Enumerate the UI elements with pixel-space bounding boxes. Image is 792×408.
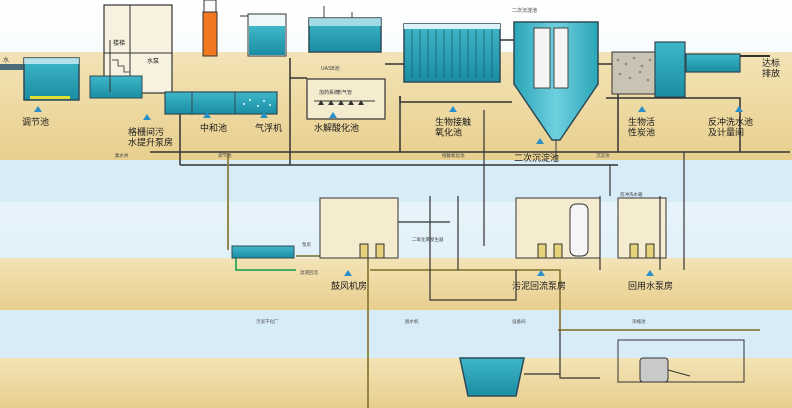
small-collection: 集水井 — [115, 152, 129, 159]
label-bio-contact: 生物接触氧化池 — [435, 116, 471, 138]
label-bio-carbon: 生物活性炭池 — [628, 116, 655, 138]
main-labels: 调节池 格栅间污水提升泵房 中和池 气浮机 水解酸化池 生物接触氧化池 二次沉淀… — [22, 57, 780, 292]
dosing-system-label: 加药系统 — [319, 89, 339, 96]
inflow-label: 水 — [3, 56, 9, 64]
secondary-clarifier — [513, 21, 599, 162]
bio-contact-tank — [403, 23, 501, 83]
regulating-tank — [23, 57, 80, 101]
label-markers — [34, 106, 743, 276]
label-clarifier: 二次沉淀池 — [514, 152, 559, 164]
label-backwash: 反冲洗水池及计量间 — [708, 116, 753, 138]
sky-band-2 — [0, 160, 792, 202]
clarifier-top-label: 二次沉淀池 — [512, 7, 537, 14]
chemical-tank — [202, 0, 218, 57]
pump-label: 水泵 — [147, 57, 159, 65]
uasb-tank — [308, 6, 382, 53]
sky-band-3 — [0, 310, 792, 358]
dewatering-house — [617, 339, 745, 383]
stairs-label: 楼梯 — [113, 39, 125, 47]
reuse-pump-room — [617, 197, 667, 259]
small-dewater: 脱水机 — [405, 318, 419, 325]
inflow-pipe — [0, 64, 26, 70]
small-thickener: 浓缩池 — [632, 318, 646, 325]
air-dist-label: 布气管 — [337, 89, 352, 96]
small-dosing-pump: 二氧化氯发生器 — [412, 236, 444, 243]
label-regulating: 调节池 — [22, 116, 49, 128]
neutralization-flotation-tank — [164, 91, 278, 115]
hydrolysis-tank — [306, 78, 386, 120]
label-sludge-return: 污泥回流泵房 — [512, 280, 566, 292]
dosing-tank — [240, 13, 287, 57]
label-blower: 鼓风机房 — [331, 280, 367, 292]
process-pipes-lower — [429, 110, 685, 379]
process-pipes-upper — [150, 39, 790, 166]
small-labels: 集水井 调节池 接触氧化池 沉淀池 二氧化氯发生器 滤液回流 泵房 反冲洗水箱 … — [115, 152, 646, 325]
sludge-pit — [231, 245, 295, 259]
ground-band-middle — [0, 258, 792, 310]
sludge-thickener — [459, 357, 525, 397]
label-grid-room: 格栅间污水提升泵房 — [128, 126, 173, 148]
grid-building — [89, 4, 173, 99]
ground-band-bottom — [0, 358, 792, 408]
label-flotation: 气浮机 — [255, 122, 282, 134]
small-sludge-treat: 污泥干化厂 — [256, 318, 279, 325]
small-clarifier: 沉淀池 — [596, 152, 610, 159]
small-pump-house: 泵房 — [302, 241, 311, 248]
bio-carbon-tank — [611, 41, 686, 98]
small-settle: 设备间 — [512, 318, 526, 325]
small-tiaojie: 调节池 — [218, 152, 232, 159]
label-neutral: 中和池 — [200, 122, 227, 134]
label-reuse: 回用水泵房 — [628, 280, 673, 292]
small-contact: 接触氧化池 — [442, 152, 465, 159]
label-discharge: 达标排放 — [762, 57, 780, 79]
blower-room — [319, 197, 450, 259]
small-back-tank: 反冲洗水箱 — [620, 191, 643, 198]
backwash-pool — [685, 53, 770, 73]
small-pipe-note: 滤液回流 — [300, 269, 318, 276]
label-hydrolysis: 水解酸化池 — [314, 122, 359, 134]
uasb-label: UASB池 — [321, 65, 340, 72]
sludge-return-pump-room — [515, 197, 601, 259]
